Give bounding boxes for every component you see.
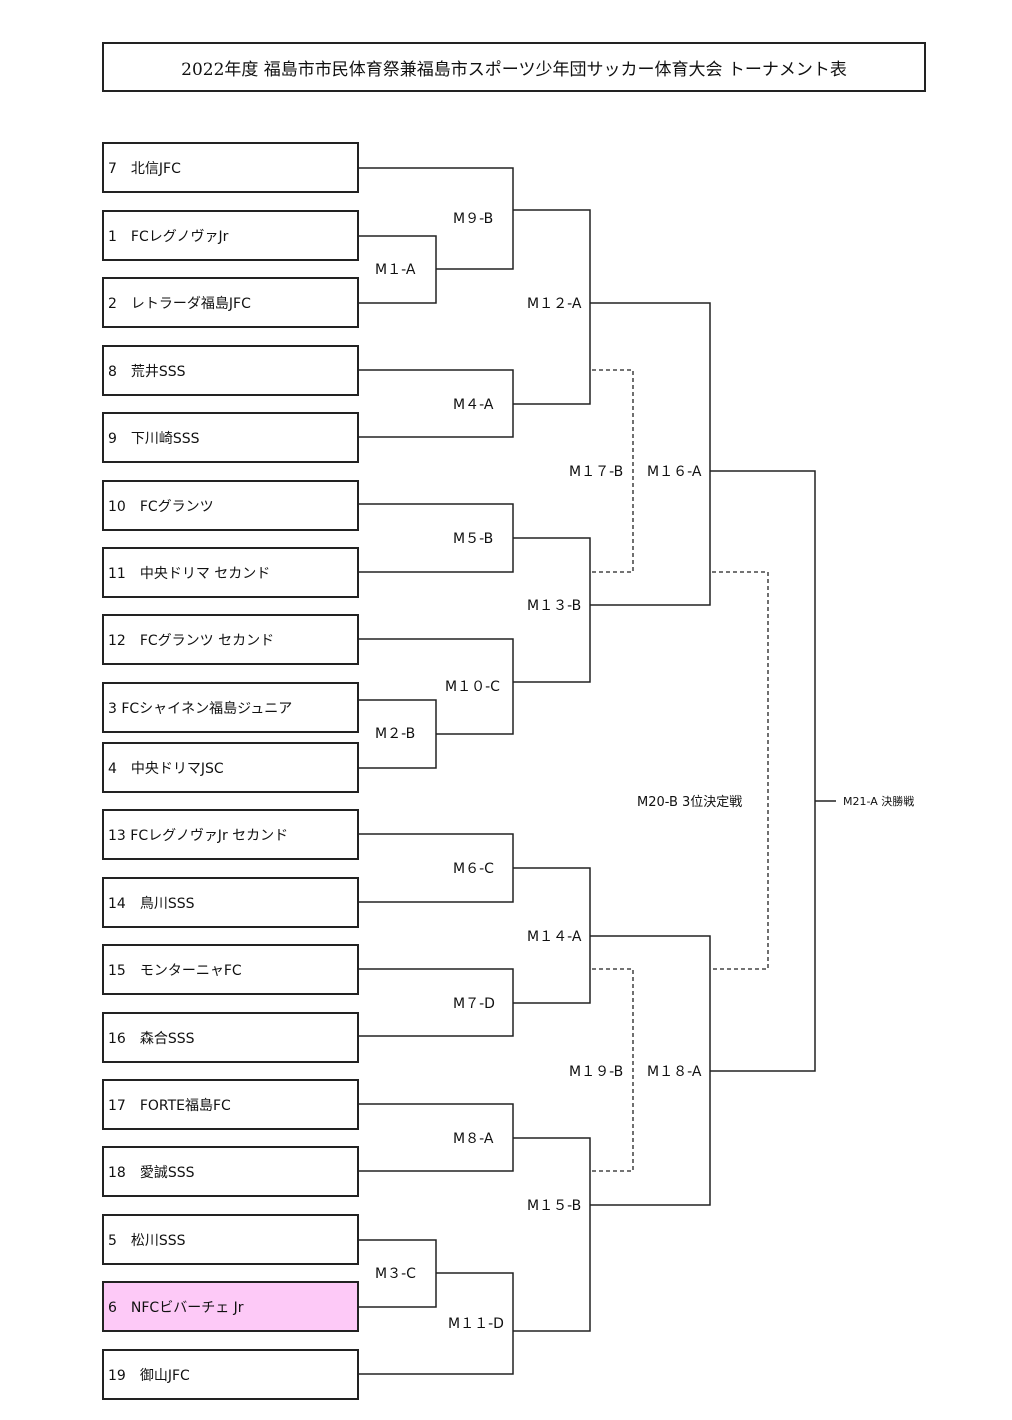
team-label: 2 レトラーダ福島JFC bbox=[108, 295, 251, 312]
match-label-m18: M１８-A bbox=[647, 1064, 702, 1080]
team-box: 2 レトラーダ福島JFC bbox=[102, 277, 359, 328]
team-box: 9 下川崎SSS bbox=[102, 412, 359, 463]
team-box: 17 FORTE福島FC bbox=[102, 1079, 359, 1130]
bracket-line-m17 bbox=[592, 369, 634, 573]
match-label-m15: M１５-B bbox=[527, 1198, 581, 1214]
match-label-m7: M７-D bbox=[453, 996, 495, 1012]
match-label-m3: M３-C bbox=[375, 1266, 416, 1282]
team-box: 16 森合SSS bbox=[102, 1012, 359, 1063]
match-label-m8: M８-A bbox=[453, 1131, 494, 1147]
team-label: 3 FCシャイネン福島ジュニア bbox=[108, 700, 293, 717]
match-label-m12: M１２-A bbox=[527, 296, 582, 312]
team-label: 9 下川崎SSS bbox=[108, 430, 200, 447]
bracket-line-m15 bbox=[513, 1137, 591, 1332]
match-label-m13: M１３-B bbox=[527, 598, 581, 614]
team-box: 13 FCレグノヴァJr セカンド bbox=[102, 809, 359, 860]
team-box: 3 FCシャイネン福島ジュニア bbox=[102, 682, 359, 733]
team-box: 11 中央ドリマ セカンド bbox=[102, 547, 359, 598]
team-label: 18 愛誠SSS bbox=[108, 1164, 195, 1181]
bracket-line-m9 bbox=[359, 167, 514, 270]
team-label: 8 荒井SSS bbox=[108, 363, 186, 380]
match-label-m17: M１７-B bbox=[569, 464, 623, 480]
match-label-m14: M１４-A bbox=[527, 929, 582, 945]
team-box: 10 FCグランツ bbox=[102, 480, 359, 531]
match-label-m20: M20-B 3位決定戦 bbox=[637, 795, 742, 810]
match-label-m1: M１-A bbox=[375, 262, 416, 278]
team-label: 19 御山JFC bbox=[108, 1367, 190, 1384]
match-label-m19: M１９-B bbox=[569, 1064, 623, 1080]
bracket-lines bbox=[359, 167, 836, 1375]
bracket-line-m16 bbox=[590, 302, 711, 606]
team-box: 12 FCグランツ セカンド bbox=[102, 614, 359, 665]
match-label-m16: M１６-A bbox=[647, 464, 702, 480]
team-label: 14 鳥川SSS bbox=[108, 895, 195, 912]
match-label-m9: M９-B bbox=[453, 211, 493, 227]
team-box: 15 モンターニャFC bbox=[102, 944, 359, 995]
team-label: 1 FCレグノヴァJr bbox=[108, 228, 229, 245]
bracket-line-m10 bbox=[359, 638, 514, 735]
bracket-line-m12 bbox=[513, 209, 591, 405]
team-label: 7 北信JFC bbox=[108, 160, 181, 177]
team-box: 6 NFCビバーチェ Jr bbox=[102, 1281, 359, 1332]
page-title: 2022年度 福島市市民体育祭兼福島市スポーツ少年団サッカー体育大会 トーナメン… bbox=[181, 59, 847, 80]
bracket-line-m19 bbox=[592, 968, 634, 1172]
bracket-line-m21 bbox=[710, 470, 816, 1072]
team-label: 13 FCレグノヴァJr セカンド bbox=[108, 827, 289, 844]
match-label-m21: M21-A 決勝戦 bbox=[843, 794, 914, 808]
team-label: 15 モンターニャFC bbox=[108, 962, 242, 979]
match-label-m10: M１０-C bbox=[445, 679, 500, 695]
team-label: 17 FORTE福島FC bbox=[108, 1097, 231, 1114]
match-label-m6: M６-C bbox=[453, 861, 494, 877]
team-label: 6 NFCビバーチェ Jr bbox=[108, 1299, 244, 1316]
team-box: 19 御山JFC bbox=[102, 1349, 359, 1400]
team-label: 12 FCグランツ セカンド bbox=[108, 632, 275, 649]
team-box: 5 松川SSS bbox=[102, 1214, 359, 1265]
title-box: 2022年度 福島市市民体育祭兼福島市スポーツ少年団サッカー体育大会 トーナメン… bbox=[102, 42, 926, 92]
match-label-m4: M４-A bbox=[453, 397, 494, 413]
team-box: 14 鳥川SSS bbox=[102, 877, 359, 928]
team-label: 4 中央ドリマJSC bbox=[108, 760, 224, 777]
team-label: 11 中央ドリマ セカンド bbox=[108, 565, 271, 582]
match-label-m11: M１１-D bbox=[448, 1316, 504, 1332]
bracket-line-m20 bbox=[712, 571, 769, 970]
team-box: 8 荒井SSS bbox=[102, 345, 359, 396]
match-label-m2: M２-B bbox=[375, 726, 415, 742]
team-label: 5 松川SSS bbox=[108, 1232, 186, 1249]
match-label-m5: M５-B bbox=[453, 531, 493, 547]
team-box: 18 愛誠SSS bbox=[102, 1146, 359, 1197]
team-box: 4 中央ドリマJSC bbox=[102, 742, 359, 793]
bracket-line-m13 bbox=[513, 537, 591, 683]
team-box: 7 北信JFC bbox=[102, 142, 359, 193]
bracket-line-m11 bbox=[359, 1272, 514, 1375]
team-label: 16 森合SSS bbox=[108, 1030, 195, 1047]
bracket-dashed-lines bbox=[592, 369, 769, 1172]
team-label: 10 FCグランツ bbox=[108, 498, 214, 515]
team-box: 1 FCレグノヴァJr bbox=[102, 210, 359, 261]
